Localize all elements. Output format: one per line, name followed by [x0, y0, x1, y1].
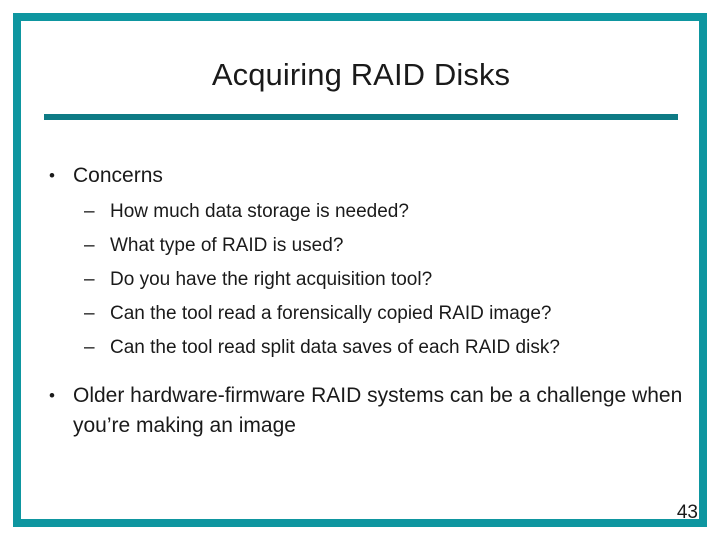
- list-item-text: Can the tool read split data saves of ea…: [110, 337, 560, 358]
- slide-body: • Concerns – How much data storage is ne…: [44, 160, 684, 441]
- bullet-older-hardware: • Older hardware-firmware RAID systems c…: [44, 381, 684, 441]
- list-item-text: What type of RAID is used?: [110, 235, 344, 256]
- list-item: – How much data storage is needed?: [84, 195, 684, 229]
- concerns-sublist: – How much data storage is needed? – Wha…: [44, 195, 684, 365]
- dash-marker-icon: –: [84, 337, 95, 358]
- bullet-concerns-label: Concerns: [73, 164, 163, 187]
- bullet-marker-icon: •: [49, 386, 55, 405]
- slide-border-frame: [13, 13, 707, 527]
- list-item: – Can the tool read a forensically copie…: [84, 297, 684, 331]
- list-item: – Do you have the right acquisition tool…: [84, 263, 684, 297]
- bullet-marker-icon: •: [49, 166, 55, 185]
- list-item-text: Do you have the right acquisition tool?: [110, 269, 433, 290]
- page-title: Acquiring RAID Disks: [211, 57, 511, 92]
- list-item-text: Can the tool read a forensically copied …: [110, 303, 552, 324]
- bullet-concerns: • Concerns: [44, 160, 684, 191]
- list-item: – Can the tool read split data saves of …: [84, 331, 684, 365]
- title-divider-rule: [44, 114, 678, 120]
- dash-marker-icon: –: [84, 235, 95, 256]
- closing-bullet-block: • Older hardware-firmware RAID systems c…: [44, 381, 684, 441]
- list-item: – What type of RAID is used?: [84, 229, 684, 263]
- dash-marker-icon: –: [84, 269, 95, 290]
- bullet-older-hardware-text: Older hardware-firmware RAID systems can…: [73, 384, 683, 437]
- dash-marker-icon: –: [84, 303, 95, 324]
- dash-marker-icon: –: [84, 201, 95, 222]
- page-number: 43: [676, 502, 698, 523]
- list-item-text: How much data storage is needed?: [110, 201, 409, 222]
